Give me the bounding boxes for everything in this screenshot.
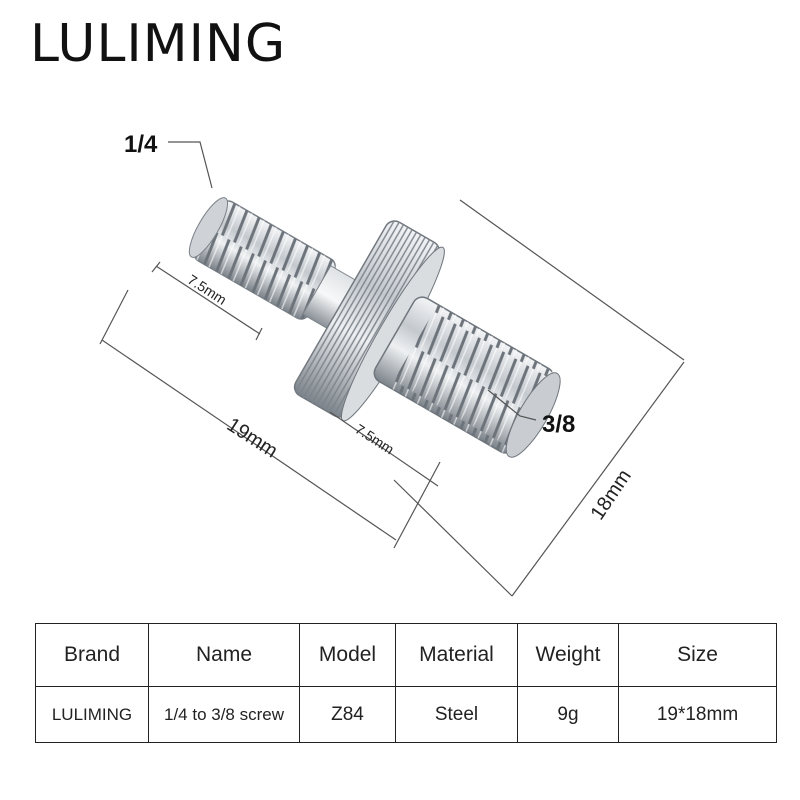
- dimension-lines: [99, 141, 685, 597]
- header-brand: Brand: [35, 623, 149, 687]
- header-model: Model: [299, 623, 396, 687]
- header-material: Material: [395, 623, 518, 687]
- header-weight: Weight: [517, 623, 619, 687]
- spec-table: Brand Name Model Material Weight Size LU…: [35, 623, 777, 743]
- brand-title: LULIMING: [30, 14, 287, 74]
- screw-part: [188, 197, 561, 458]
- cell-name: 1/4 to 3/8 screw: [148, 686, 300, 743]
- cell-material: Steel: [395, 686, 518, 743]
- table-row: LULIMING 1/4 to 3/8 screw Z84 Steel 9g 1…: [35, 686, 777, 743]
- cell-size: 19*18mm: [618, 686, 777, 743]
- label-total-length: 19mm: [223, 414, 282, 463]
- header-name: Name: [148, 623, 300, 687]
- header-size: Size: [618, 623, 777, 687]
- label-large-thread-length: 7.5mm: [352, 421, 397, 458]
- table-header-row: Brand Name Model Material Weight Size: [35, 623, 777, 687]
- label-quarter-inch: 1/4: [124, 131, 158, 158]
- product-illustration: 1/4 3/8 7.5mm 19mm 7.5mm 18mm: [99, 131, 685, 597]
- cell-weight: 9g: [517, 686, 619, 743]
- cell-model: Z84: [299, 686, 396, 743]
- cell-brand: LULIMING: [35, 686, 149, 743]
- label-diameter: 18mm: [587, 466, 636, 524]
- knurled-collar: [293, 220, 445, 422]
- large-thread: [373, 296, 561, 458]
- label-three-eighths: 3/8: [542, 411, 575, 438]
